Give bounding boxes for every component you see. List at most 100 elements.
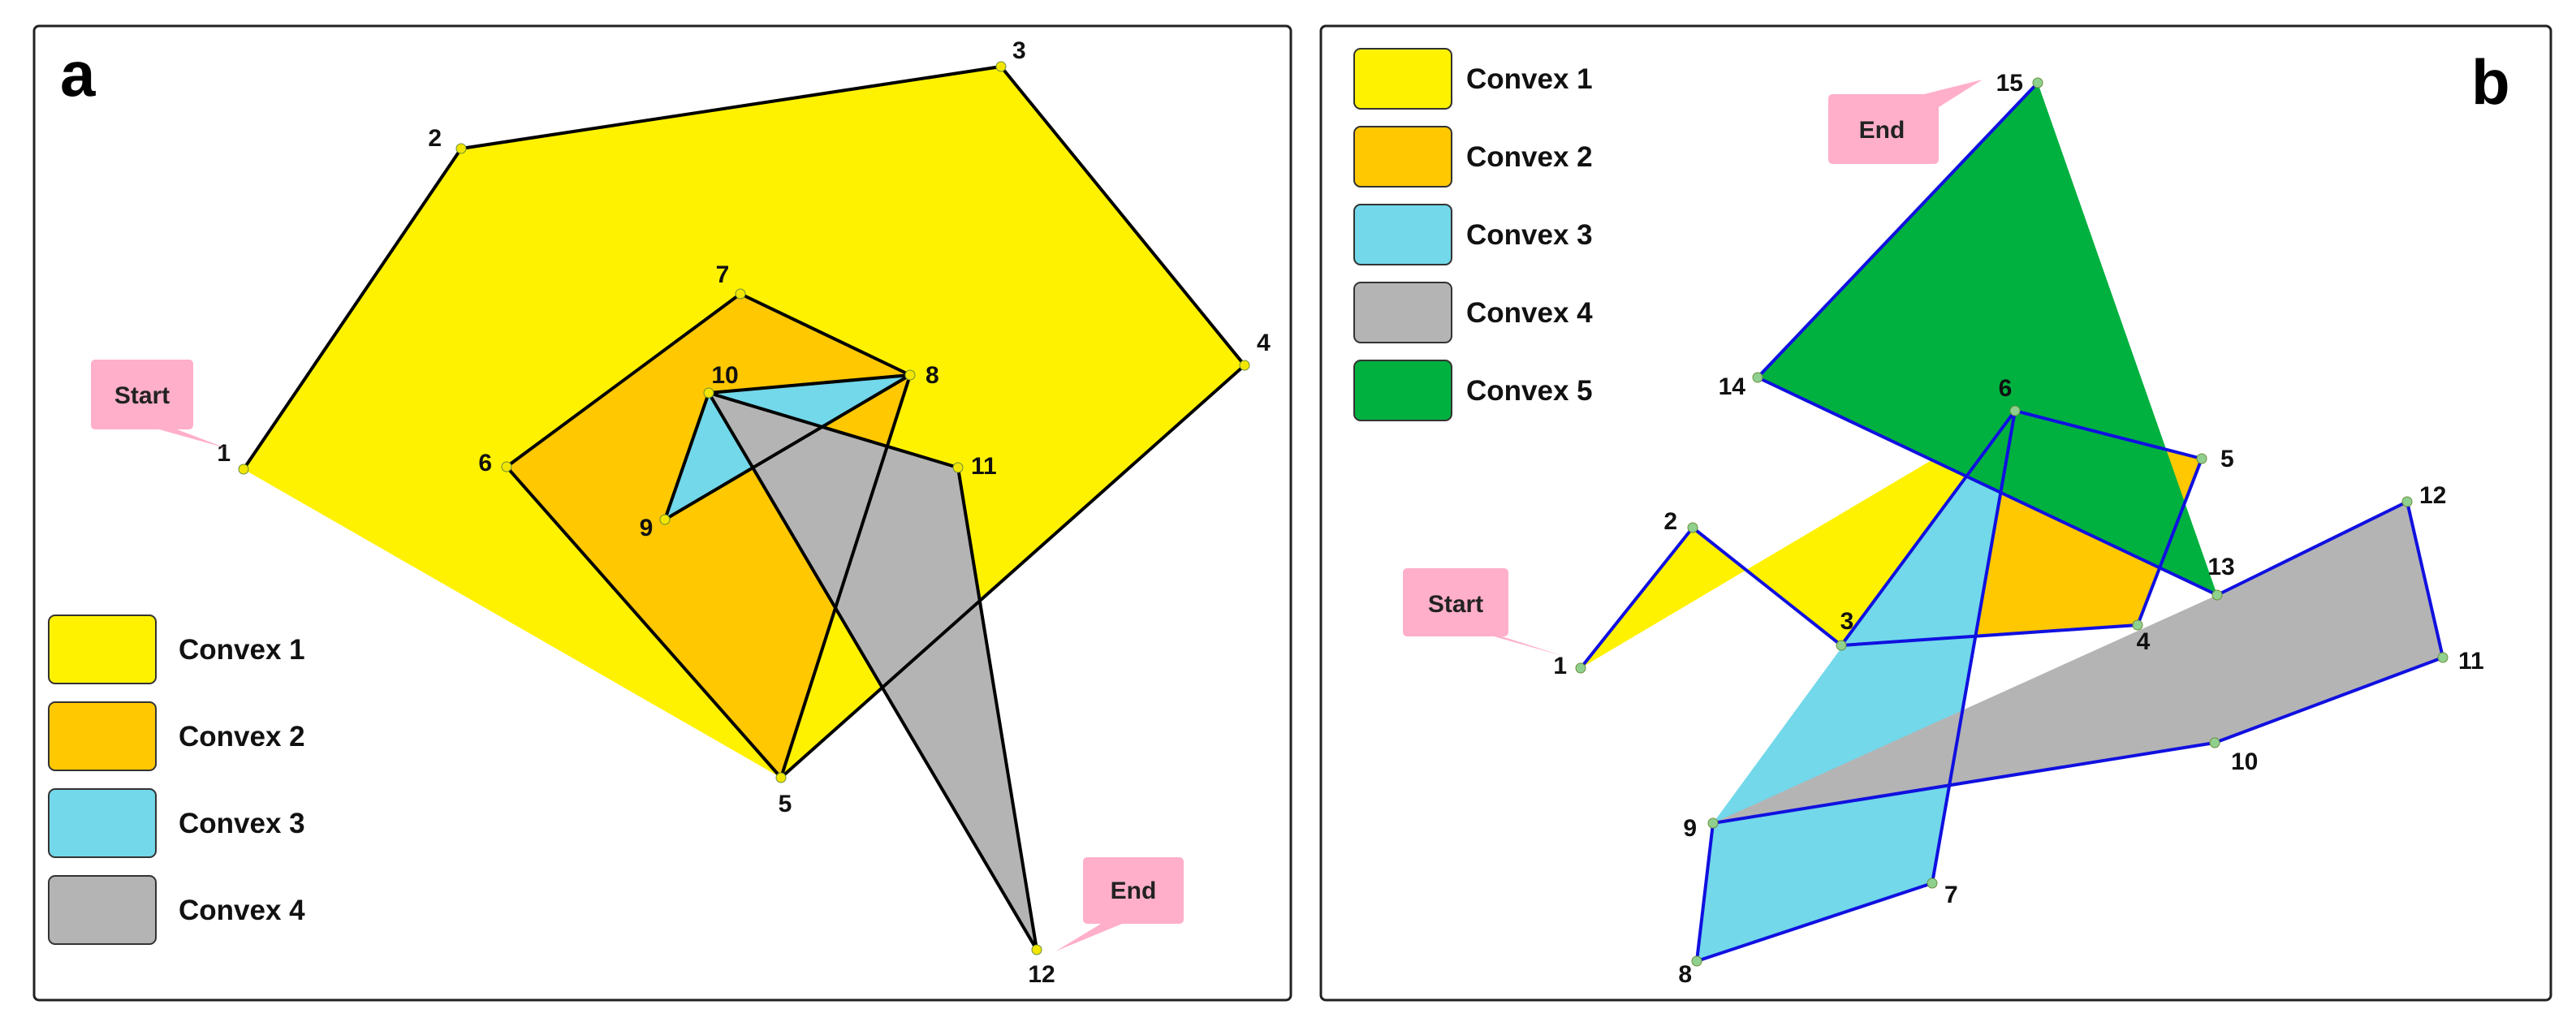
vertex-point bbox=[1239, 360, 1250, 371]
vertex-label: 8 bbox=[926, 362, 939, 389]
vertex-point bbox=[1707, 817, 1719, 829]
path-edge bbox=[505, 465, 783, 779]
legend-swatch bbox=[1353, 204, 1452, 265]
vertex-label: 15 bbox=[1996, 70, 2023, 97]
vertex-point bbox=[904, 369, 916, 381]
legend-swatch bbox=[1353, 360, 1452, 421]
convex-region-4 bbox=[1713, 502, 2443, 823]
path-edge bbox=[242, 147, 463, 471]
vertex-point bbox=[2196, 453, 2207, 464]
vertex-point bbox=[1927, 878, 1938, 889]
panel-b-start-callout: Start bbox=[1403, 568, 1563, 656]
path-edge bbox=[1695, 882, 1934, 963]
start-callout-label: Start bbox=[114, 382, 170, 409]
panel-b-convex-fills bbox=[1581, 83, 2443, 961]
path-edge bbox=[779, 373, 912, 779]
vertex-point bbox=[1031, 944, 1042, 955]
vertex-label: 8 bbox=[1678, 961, 1692, 988]
convex-region-3 bbox=[1697, 411, 2015, 961]
path-edge bbox=[707, 373, 912, 395]
panel-b-edges bbox=[1579, 81, 2444, 963]
path-edge bbox=[2213, 656, 2444, 744]
panel-b-end-callout: End bbox=[1828, 80, 1983, 164]
vertex-label: 4 bbox=[2137, 628, 2151, 655]
vertex-label: 12 bbox=[1028, 961, 1055, 988]
vertex-point bbox=[1575, 662, 1586, 674]
vertex-point bbox=[2032, 77, 2043, 88]
vertex-point bbox=[995, 61, 1007, 72]
legend-label: Convex 3 bbox=[179, 808, 305, 839]
vertex-label: 3 bbox=[1012, 37, 1026, 64]
path-edge bbox=[2136, 457, 2203, 627]
vertex-label: 6 bbox=[478, 450, 492, 477]
start-callout-label: Start bbox=[1428, 591, 1483, 618]
panel-b-vertices bbox=[1575, 77, 2449, 967]
start-callout-shape bbox=[1403, 568, 1563, 656]
vertex-point bbox=[703, 387, 714, 399]
convex-region-1 bbox=[1581, 411, 2015, 668]
panel-a-start-callout: Start bbox=[91, 360, 226, 448]
legend-label: Convex 5 bbox=[1466, 375, 1593, 407]
convex-region-5 bbox=[1758, 83, 2217, 595]
path-edge bbox=[1756, 81, 2039, 379]
vertex-label: 7 bbox=[716, 261, 730, 288]
vertex-label: 5 bbox=[779, 791, 792, 817]
vertex-point bbox=[1687, 522, 1698, 533]
vertex-label: 10 bbox=[2231, 748, 2258, 775]
panel-a-vertices bbox=[238, 61, 1250, 955]
vertex-point bbox=[1691, 955, 1702, 967]
path-edge bbox=[1931, 409, 2017, 885]
legend-label: Convex 1 bbox=[179, 634, 305, 666]
vertex-point bbox=[2009, 405, 2021, 416]
panel-a-convex-fills bbox=[244, 67, 1245, 950]
legend-swatch bbox=[48, 615, 157, 684]
path-edge bbox=[2216, 500, 2409, 597]
legend-label: Convex 4 bbox=[179, 895, 305, 926]
vertex-label: 13 bbox=[2207, 554, 2234, 580]
path-edge bbox=[999, 65, 1246, 367]
legend-swatch bbox=[48, 875, 157, 945]
vertex-point bbox=[1752, 372, 1763, 383]
legend-swatch bbox=[1353, 48, 1452, 110]
path-edge bbox=[1691, 526, 1843, 647]
path-edge bbox=[460, 65, 1003, 150]
vertex-label: 2 bbox=[1663, 508, 1677, 535]
panel-b-letter: b bbox=[2471, 46, 2510, 118]
path-edge bbox=[707, 391, 1038, 951]
path-edge bbox=[505, 292, 742, 468]
vertex-label: 2 bbox=[428, 125, 442, 152]
panel-a-edges bbox=[242, 65, 1246, 951]
legend-swatch bbox=[48, 701, 157, 771]
end-callout-label: End bbox=[1859, 117, 1905, 144]
vertex-point bbox=[659, 514, 671, 525]
vertex-point bbox=[1836, 640, 1847, 651]
path-edge bbox=[739, 292, 912, 377]
vertex-point bbox=[2401, 496, 2413, 507]
vertex-label: 1 bbox=[217, 440, 231, 467]
start-callout-shape bbox=[91, 360, 226, 448]
legend-swatch bbox=[48, 788, 157, 858]
vertex-label: 5 bbox=[2220, 446, 2234, 472]
vertex-label: 9 bbox=[640, 515, 654, 541]
vertex-label: 11 bbox=[2458, 648, 2484, 675]
vertex-label: 9 bbox=[1683, 815, 1697, 842]
vertex-point bbox=[238, 464, 249, 475]
vertex-point bbox=[2437, 652, 2449, 663]
path-edge bbox=[1579, 526, 1694, 670]
vertex-label: 4 bbox=[1257, 330, 1271, 356]
path-edge bbox=[663, 391, 710, 521]
legend-label: Convex 4 bbox=[1466, 297, 1593, 329]
end-callout-label: End bbox=[1111, 878, 1157, 904]
path-edge bbox=[779, 364, 1246, 779]
path-edge bbox=[1840, 409, 2017, 647]
vertex-point bbox=[2132, 619, 2143, 631]
vertex-point bbox=[2211, 589, 2223, 601]
vertex-label: 11 bbox=[971, 453, 997, 480]
panel-a-end-callout: End bbox=[1055, 857, 1184, 951]
